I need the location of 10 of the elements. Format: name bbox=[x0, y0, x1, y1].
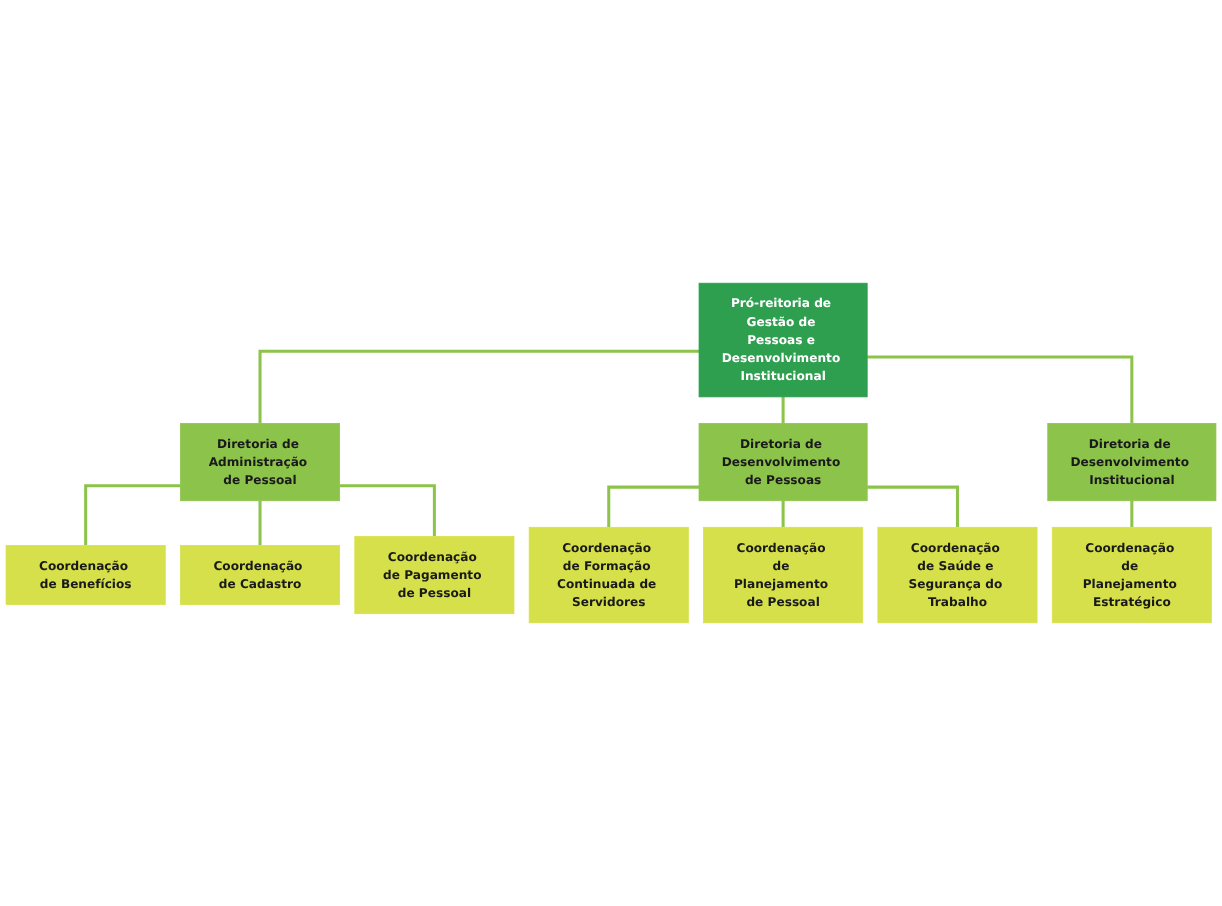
connector bbox=[258, 349, 700, 424]
connector bbox=[781, 499, 785, 528]
connector bbox=[867, 355, 1134, 424]
connector bbox=[607, 485, 700, 528]
connector bbox=[867, 485, 959, 528]
connector bbox=[781, 395, 785, 424]
connector bbox=[1130, 499, 1134, 528]
connector bbox=[258, 499, 262, 546]
connector bbox=[339, 484, 436, 537]
connector bbox=[84, 484, 181, 546]
